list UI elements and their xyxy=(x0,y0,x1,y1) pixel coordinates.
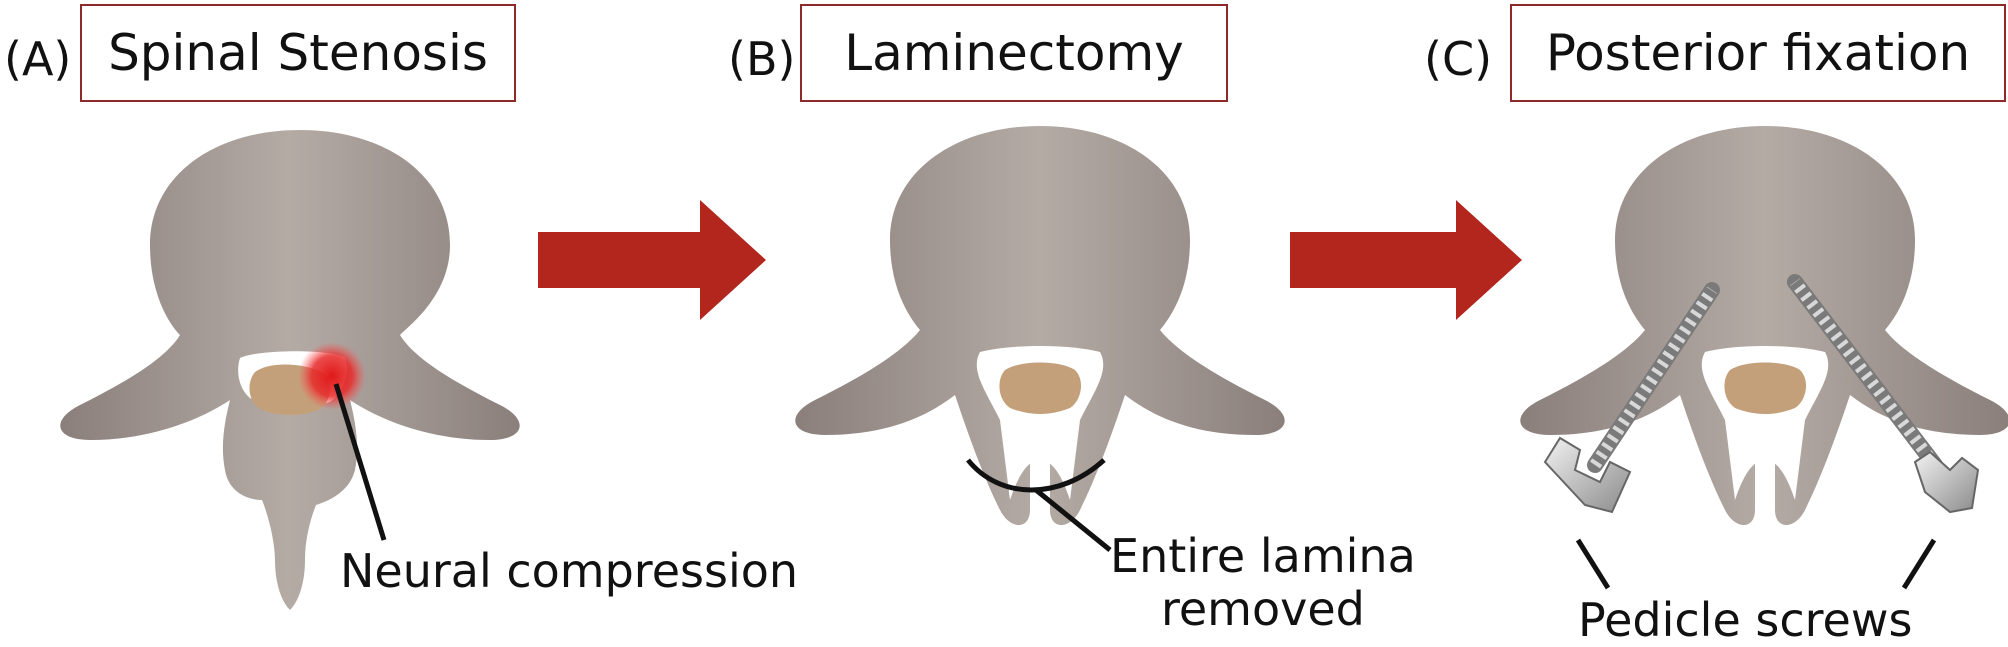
pedicle-screws-label: Pedicle screws xyxy=(1578,593,1913,647)
screw-pointer-left xyxy=(1575,538,1611,590)
arrow-b-to-c xyxy=(1290,200,1522,320)
panel-a-title: Spinal Stenosis xyxy=(80,4,516,102)
vertebra-c xyxy=(1520,126,2008,525)
entire-lamina-line2: removed xyxy=(1160,581,1365,636)
panel-b-letter: (B) xyxy=(728,32,796,86)
pedicle-screw-left xyxy=(1543,282,1720,514)
panel-c-letter: (C) xyxy=(1424,32,1493,86)
vertebra-b xyxy=(795,126,1285,525)
lamina-pointer xyxy=(1034,488,1112,552)
arrow-a-to-b xyxy=(538,200,766,320)
neural-compression-label: Neural compression xyxy=(340,544,799,598)
vertebra-a xyxy=(60,130,520,610)
entire-lamina-label: Entire lamina removed xyxy=(1110,530,1416,636)
screw-pointer-right xyxy=(1901,538,1937,590)
panel-c-title: Posterior fixation xyxy=(1510,4,2006,102)
compression-spot xyxy=(298,342,366,410)
neural-compression-pointer xyxy=(333,383,387,541)
panel-a-letter: (A) xyxy=(4,32,72,86)
pedicle-screw-right xyxy=(1787,274,1980,514)
panel-b-title: Laminectomy xyxy=(800,4,1228,102)
entire-lamina-line1: Entire lamina xyxy=(1110,529,1416,583)
removed-lamina-curve xyxy=(966,458,1106,493)
